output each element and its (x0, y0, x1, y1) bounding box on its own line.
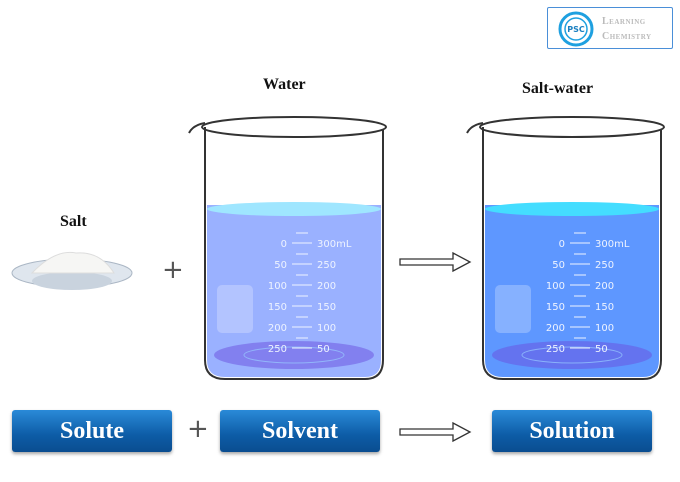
scale-label-left: 50 (274, 260, 287, 271)
plus-sign: + (162, 255, 184, 285)
arrow-right-icon-bottom (399, 421, 472, 443)
salt-label: Salt (60, 213, 87, 230)
scale-label-left: 150 (268, 302, 287, 313)
svg-text:PSC: PSC (567, 25, 585, 34)
logo: PSC Learning Chemistry (547, 7, 673, 49)
scale-label-right: 150 (317, 302, 336, 313)
scale-label-left: 200 (546, 323, 565, 334)
liquid (485, 205, 659, 377)
scale-label-right: 200 (595, 281, 614, 292)
scale-label-right: 300mL (595, 239, 630, 250)
scale-label-left: 100 (546, 281, 565, 292)
scale-label-right: 50 (595, 344, 608, 355)
scale-label-left: 250 (268, 344, 287, 355)
scale-label-left: 250 (546, 344, 565, 355)
solvent-button[interactable]: Solvent (220, 410, 380, 452)
scale-label-right: 100 (317, 323, 336, 334)
scale-label-right: 50 (317, 344, 330, 355)
scale-label-left: 0 (559, 239, 565, 250)
water-label: Water (263, 76, 306, 93)
scale-label-left: 100 (268, 281, 287, 292)
scale-label-right: 100 (595, 323, 614, 334)
logo-line2: Chemistry (602, 31, 652, 42)
liquid (207, 205, 381, 377)
solution-button[interactable]: Solution (492, 410, 652, 452)
scale-label-right: 300mL (317, 239, 352, 250)
psc-ring-icon: PSC (558, 11, 594, 47)
water-beaker: 0 300mL 50 250 100 200 150 150 200 100 250 50 (188, 116, 387, 380)
logo-line1: Learning (602, 16, 646, 27)
plus-sign-bottom: + (187, 414, 209, 444)
scale-label-left: 50 (552, 260, 565, 271)
scale-label-left: 150 (546, 302, 565, 313)
solute-button[interactable]: Solute (12, 410, 172, 452)
scale-label-right: 250 (595, 260, 614, 271)
liquid-surface (207, 202, 381, 216)
scale-label-left: 0 (281, 239, 287, 250)
liquid-surface (485, 202, 659, 216)
arrow-right-icon (399, 251, 472, 273)
scale-label-right: 250 (317, 260, 336, 271)
salt-water-label: Salt-water (522, 80, 594, 97)
scale-label-left: 200 (268, 323, 287, 334)
scale-label-right: 200 (317, 281, 336, 292)
scale-label-right: 150 (595, 302, 614, 313)
salt-water-beaker: 0 300mL 50 250 100 200 150 150 200 100 250 50 (466, 116, 665, 380)
salt-dish-icon (11, 251, 133, 290)
